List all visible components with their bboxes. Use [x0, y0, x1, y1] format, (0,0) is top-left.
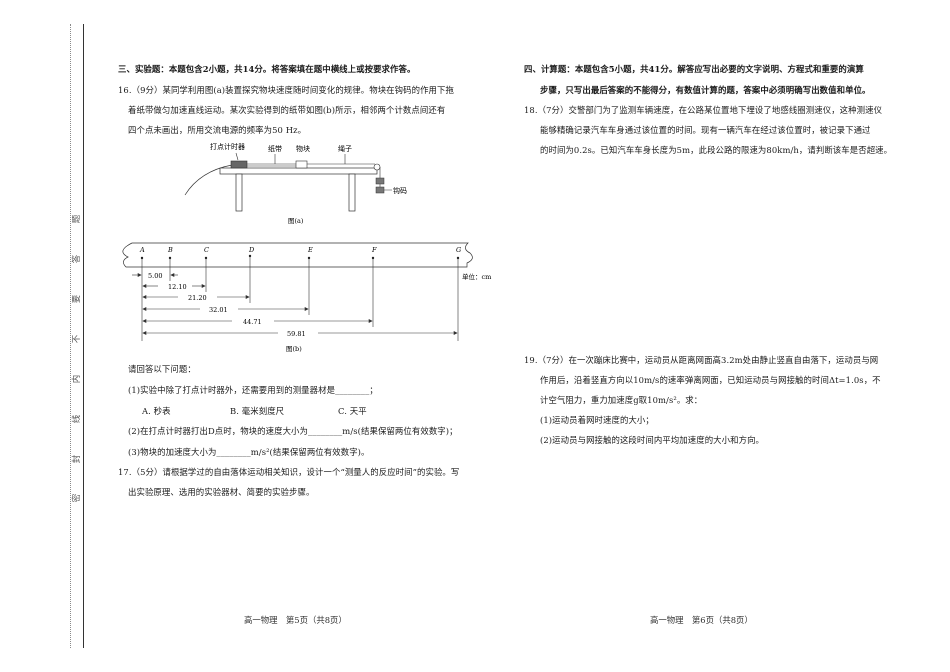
q17-text-line2: 出实验原理、选用的实验器材、简要的实验步骤。 — [128, 487, 315, 497]
q19-sub-question-1: (1)运动员着网时速度的大小； — [540, 415, 654, 425]
q19-text-line2: 作用后，沿着竖直方向以10m/s的速率弹离网面，已知运动员与网接触的时间Δt=1… — [540, 375, 881, 385]
seal-char: 答 — [72, 254, 82, 264]
distance-af: 44.71 — [243, 318, 262, 326]
q19-sub-question-2: (2)运动员与网接触的这段时间内平均加速度的大小和方向。 — [540, 435, 765, 445]
q19-text-line1: 19.（7分）在一次蹦床比赛中，运动员从距离网面高3.2m处由静止竖直自由落下，… — [524, 355, 879, 365]
figure-b-paper-tape: A B C D E F G 5.00 12.10 — [122, 242, 491, 353]
section-heading-experiments: 三、实验题：本题包含2小题，共14分。将答案填在题中横线上或按要求作答。 — [118, 64, 416, 74]
seal-char: 封 — [72, 454, 82, 464]
q18-text-line2: 能够精确记录汽车车身通过该位置的时间。现有一辆汽车在经过该位置时，被记录下通过 — [540, 125, 871, 135]
distance-ag: 59.81 — [287, 330, 306, 338]
label-timer: 打点计时器 — [210, 142, 245, 151]
sub-question-2: (2)在打点计时器打出D点时，物块的速度大小为________m/s(结果保留两… — [128, 426, 458, 436]
figure-a-caption: 图(a) — [288, 217, 304, 225]
distance-ab: 5.00 — [148, 272, 162, 280]
figure-a-apparatus: 打点计时器 纸带 物块 绳子 钩码 图(a) — [184, 142, 407, 225]
point-label-d: D — [248, 246, 255, 254]
point-label-b: B — [167, 246, 173, 254]
label-rope: 绳子 — [338, 144, 352, 153]
point-label-g: G — [456, 246, 461, 254]
q16-text-line1: 16.（9分）某同学利用图(a)装置探究物块速度随时间变化的规律。物块在钩码的作… — [118, 85, 454, 95]
point-label-e: E — [307, 246, 313, 254]
binding-solid-line — [83, 24, 84, 648]
seal-char: 密 — [72, 493, 82, 503]
seal-char: 不 — [72, 334, 82, 344]
unit-label: 单位：cm — [462, 272, 491, 281]
sub-question-1: (1)实验中除了打点计时器外，还需要用到的测量器材是________； — [128, 385, 378, 395]
seal-char: 题 — [72, 214, 82, 224]
binding-dotted-line — [70, 24, 71, 648]
questions-intro: 请回答以下问题： — [128, 364, 196, 374]
q18-text-line1: 18.（7分）交警部门为了监测车辆速度，在公路某位置地下埋设了地感线圈测速仪，这… — [524, 105, 883, 115]
q17-text-line1: 17.（5分）请根据学过的自由落体运动相关知识，设计一个“测量人的反应时间”的实… — [118, 467, 460, 477]
section-heading-calculation-line2: 步骤，只写出最后答案的不能得分，有数值计算的题，答案中必须明确写出数值和单位。 — [540, 85, 871, 95]
q16-text-line2: 着纸带做匀加速直线运动。某次实验得到的纸带如图(b)所示，相邻两个计数点间还有 — [128, 105, 446, 115]
label-block: 物块 — [296, 144, 310, 153]
seal-char: 内 — [72, 374, 82, 384]
figure-b-caption: 图(b) — [286, 345, 302, 353]
label-tape: 纸带 — [268, 144, 282, 153]
q19-text-line3: 计空气阻力，重力加速度g取10m/s²。求： — [540, 395, 703, 405]
sub-question-3: (3)物块的加速度大小为________m/s²(结果保留两位有效数字)。 — [128, 447, 370, 457]
section-heading-calculation-line1: 四、计算题：本题包含5小题，共41分。解答应写出必要的文字说明、方程式和重要的演… — [524, 64, 864, 74]
distance-ae: 32.01 — [209, 306, 228, 314]
distance-ad: 21.20 — [188, 294, 207, 302]
q18-text-line3: 的时间为0.2s。已知汽车车身长度为5m，此段公路的限速为80km/h，请判断该… — [540, 145, 893, 155]
option-a: A. 秒表 — [142, 406, 171, 416]
q16-text-line3: 四个点未画出，所用交流电源的频率为50 Hz。 — [128, 125, 307, 135]
option-c: C. 天平 — [338, 406, 367, 416]
page-footer-6: 高一物理 第6页（共8页） — [650, 615, 753, 625]
point-label-f: F — [371, 246, 377, 254]
seal-char: 线 — [72, 414, 82, 424]
label-weights: 钩码 — [393, 186, 407, 195]
seal-char: 要 — [72, 294, 82, 304]
option-b: B. 毫米刻度尺 — [230, 406, 285, 416]
point-label-c: C — [204, 246, 209, 254]
page-footer-5: 高一物理 第5页（共8页） — [244, 615, 347, 625]
point-label-a: A — [139, 246, 145, 254]
distance-ac: 12.10 — [168, 283, 187, 291]
